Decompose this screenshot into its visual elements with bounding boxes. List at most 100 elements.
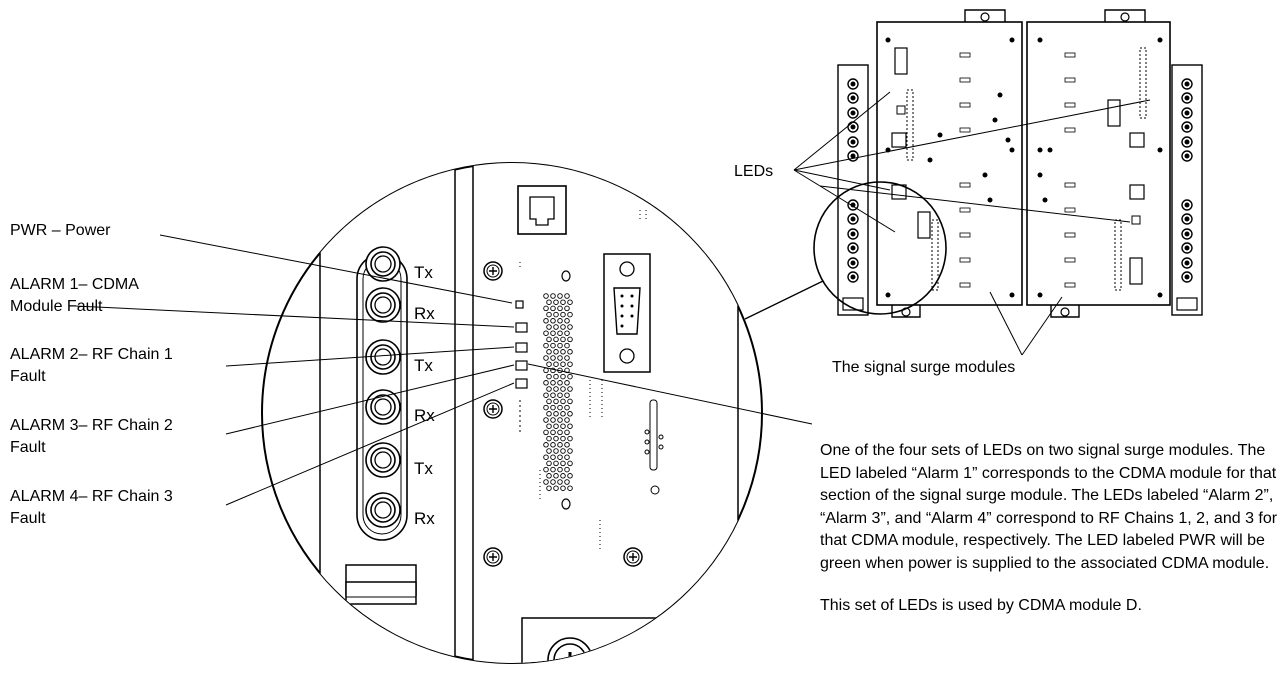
board-dot xyxy=(1157,37,1163,43)
led-alarm-2 xyxy=(515,342,528,353)
pin xyxy=(560,398,566,405)
board-dot xyxy=(992,117,998,123)
pin xyxy=(557,404,563,411)
pin xyxy=(546,361,552,367)
pin xyxy=(564,429,570,436)
leader-description xyxy=(527,363,813,425)
pin xyxy=(546,398,552,405)
pin xyxy=(543,305,549,312)
pin xyxy=(550,404,556,411)
pin xyxy=(553,473,559,479)
label-signal-surge-modules: The signal surge modules xyxy=(832,359,1016,376)
board-dot xyxy=(1037,292,1043,298)
pin xyxy=(567,435,573,442)
pin xyxy=(560,448,566,454)
pin xyxy=(553,448,559,454)
pin xyxy=(560,349,566,355)
pin xyxy=(564,442,570,448)
pin xyxy=(553,324,559,330)
board-component xyxy=(1064,52,1076,58)
board-component xyxy=(1064,77,1076,83)
pin xyxy=(550,466,556,473)
pin xyxy=(564,305,570,312)
led-alarm-3 xyxy=(515,360,528,371)
pin xyxy=(564,293,570,299)
board-dot xyxy=(885,292,891,298)
pin xyxy=(557,479,563,485)
board-component xyxy=(959,182,971,188)
pin xyxy=(560,485,566,491)
pin xyxy=(550,417,556,423)
modules-leaders xyxy=(989,291,1063,356)
pin xyxy=(557,318,563,324)
board-dot xyxy=(1009,37,1015,43)
pin xyxy=(550,318,556,324)
pin xyxy=(564,466,570,473)
board-dot xyxy=(1037,147,1043,153)
leader-alarm3 xyxy=(225,364,515,435)
pin xyxy=(543,442,549,448)
tx-label-1: Tx xyxy=(414,263,433,282)
pin xyxy=(560,361,566,367)
label-alarm4-line1: ALARM 4– RF Chain 3 xyxy=(10,488,173,505)
board-component xyxy=(959,232,971,238)
board-dot xyxy=(1157,292,1163,298)
pin xyxy=(543,380,549,386)
pin xyxy=(550,355,556,361)
magnified-led-panel xyxy=(261,162,763,664)
zoom-connector-line xyxy=(744,280,824,320)
pin xyxy=(567,411,573,417)
led-pwr xyxy=(515,300,524,309)
rx-label-2: Rx xyxy=(414,406,435,425)
board-dot xyxy=(1009,147,1015,153)
pin xyxy=(560,435,566,442)
board-component xyxy=(1064,102,1076,108)
pin xyxy=(560,411,566,417)
pin xyxy=(550,380,556,386)
pin xyxy=(560,299,566,305)
pin xyxy=(567,386,573,392)
pin xyxy=(553,423,559,429)
board-dot xyxy=(937,132,943,138)
pin xyxy=(546,473,552,479)
pin xyxy=(546,448,552,454)
pin xyxy=(557,392,563,398)
pin xyxy=(553,460,559,467)
board-component xyxy=(1064,182,1076,188)
module-overview-drawing xyxy=(837,9,1203,318)
pin xyxy=(546,336,552,343)
pin xyxy=(567,373,573,380)
pin xyxy=(557,454,563,460)
label-alarm4-line2: Fault xyxy=(10,510,46,527)
label-alarm1-line2: Module Fault xyxy=(10,298,103,315)
pin xyxy=(564,355,570,361)
pin xyxy=(557,429,563,436)
board-component xyxy=(959,52,971,58)
leader-alarm1 xyxy=(74,305,515,328)
pin xyxy=(546,349,552,355)
label-alarm3-line1: ALARM 3– RF Chain 2 xyxy=(10,417,173,434)
leader-alarm2 xyxy=(225,346,515,367)
pin xyxy=(567,336,573,343)
pin xyxy=(553,349,559,355)
pin xyxy=(546,423,552,429)
label-alarm2-line1: ALARM 2– RF Chain 1 xyxy=(10,346,173,363)
label-alarm2-line2: Fault xyxy=(10,368,46,385)
pin xyxy=(564,330,570,336)
pin xyxy=(567,448,573,454)
pin xyxy=(560,423,566,429)
pin xyxy=(557,330,563,336)
description-paragraph-2: This set of LEDs is used by CDMA module … xyxy=(820,597,1142,614)
pin xyxy=(546,460,552,467)
pin xyxy=(543,404,549,411)
pin xyxy=(553,311,559,318)
pin-header xyxy=(543,293,573,491)
pin xyxy=(543,454,549,460)
pin xyxy=(550,330,556,336)
pin xyxy=(550,479,556,485)
pin xyxy=(543,318,549,324)
pin xyxy=(560,336,566,343)
board-component xyxy=(959,257,971,263)
label-leds: LEDs xyxy=(734,163,774,180)
pin xyxy=(553,336,559,343)
